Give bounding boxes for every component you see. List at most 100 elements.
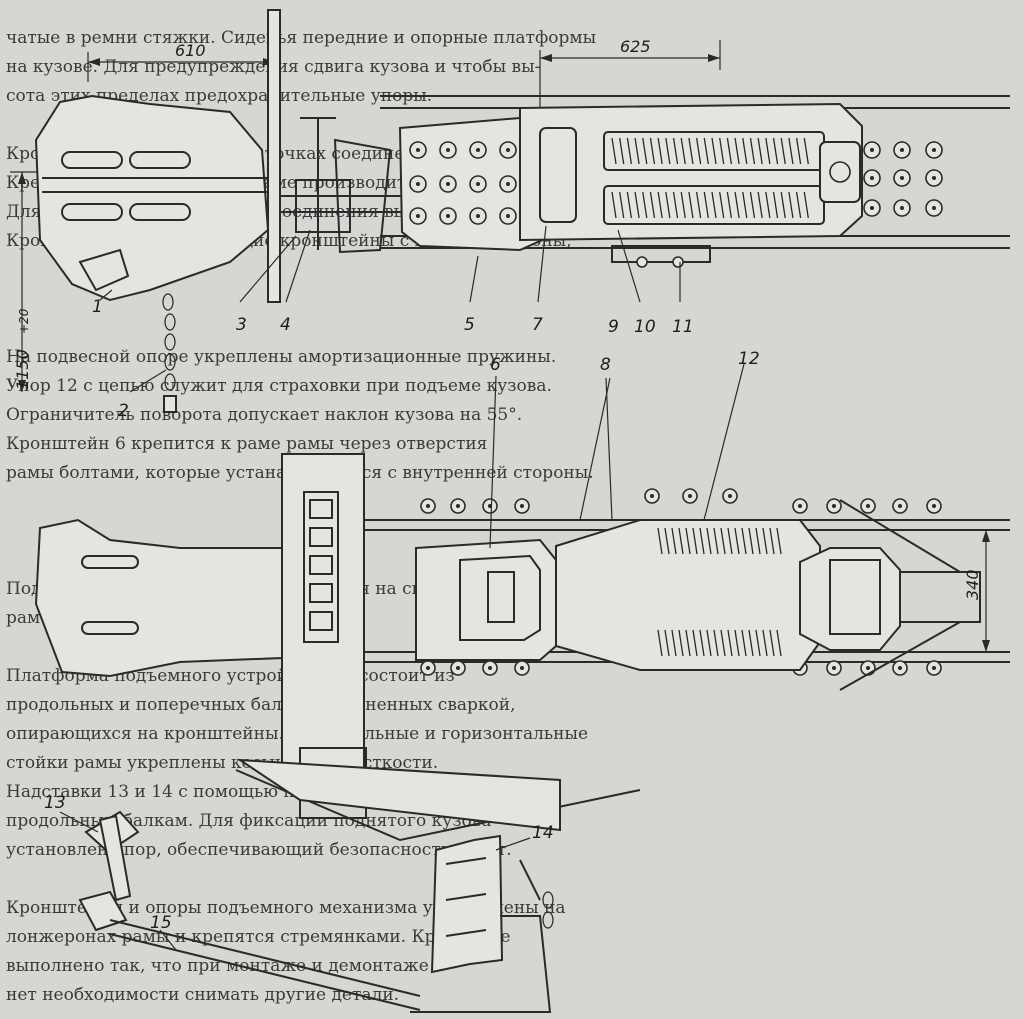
callout-14: 14 [532, 823, 554, 843]
bolt-center [456, 504, 460, 508]
spring-coil [727, 629, 733, 657]
bolt-center [416, 182, 420, 186]
bolt-center [506, 214, 510, 218]
callout-6: 6 [490, 355, 501, 375]
bolt-center [832, 504, 836, 508]
dimension-1150-label: 1150 [13, 349, 32, 390]
spring-coil [611, 137, 617, 165]
bolt-center [488, 666, 492, 670]
text-line: нет необходимости снимать другие детали. [6, 985, 399, 1005]
bolt-center [832, 666, 836, 670]
dimension-610-label: 610 [175, 41, 206, 60]
bolt-center [728, 494, 732, 498]
callout-12: 12 [738, 349, 760, 369]
bolt-center [932, 666, 936, 670]
bolt-center [416, 148, 420, 152]
middle-assembly: 340 [34, 453, 1010, 842]
spring-coil [727, 527, 733, 555]
spring-coil [726, 191, 733, 219]
spring-coil [713, 527, 719, 555]
callout-3: 3 [236, 315, 247, 335]
text-line: Ограничитель поворота допускает наклон к… [6, 405, 522, 425]
spring-coil [719, 191, 725, 219]
spring-coil [665, 137, 671, 165]
spring-coil [703, 137, 709, 165]
spring-coil [720, 527, 726, 555]
bolt-center [898, 504, 902, 508]
bolt-center [506, 148, 510, 152]
spring-coil [642, 137, 648, 165]
spring-coil [657, 527, 663, 555]
callout-9: 9 [608, 317, 619, 337]
bolt-center [650, 494, 654, 498]
dimension-610: 610 [87, 10, 276, 82]
cross-slot [309, 499, 333, 519]
spring-coil [692, 629, 698, 657]
spring-coil [788, 191, 794, 219]
bolt-center [506, 182, 510, 186]
spring-coil [769, 527, 775, 555]
spring-coil [795, 191, 802, 219]
spring-lower [611, 191, 809, 219]
callout-1: 1 [92, 297, 103, 317]
spring-coil [803, 137, 809, 165]
spring-coil [671, 527, 677, 555]
callout-10: 10 [634, 317, 656, 337]
spring-coil [734, 137, 740, 165]
callout-13: 13 [44, 793, 66, 813]
top-assembly: 610 625 1150 +20 [10, 9, 1010, 413]
dimension-1150-tolerance: +20 [17, 308, 31, 334]
spring-coil [672, 137, 679, 165]
spring-coil [765, 137, 771, 165]
spring-coil [776, 527, 782, 555]
bolt-center [688, 494, 692, 498]
spring-coil [634, 191, 640, 219]
bolt-center [932, 206, 936, 210]
spring-coil [795, 137, 802, 165]
spring-coil [619, 191, 625, 219]
bolt-center [476, 182, 480, 186]
spring-coil [657, 137, 663, 165]
bottom-assembly [78, 810, 554, 1013]
spring-coil [680, 137, 686, 165]
dimension-625-label: 625 [620, 37, 651, 56]
spring-coil [776, 629, 782, 657]
bolt-center [520, 504, 524, 508]
bolt-center [870, 176, 874, 180]
bolt-center [866, 666, 870, 670]
spring-coil [672, 191, 679, 219]
bolt-center [446, 214, 450, 218]
spring-coil [678, 629, 684, 657]
bolt-center [426, 504, 430, 508]
text-line: лонжеронах рамы и крепятся стремянками. … [6, 927, 511, 947]
spring-coil [765, 191, 771, 219]
bracket-14 [430, 834, 504, 974]
cross-slot [309, 555, 333, 575]
spring-coil [742, 137, 748, 165]
bolt-center [476, 214, 480, 218]
spring-coil [719, 137, 725, 165]
spring-coil [685, 629, 691, 657]
bolt-center [870, 206, 874, 210]
cross-member [281, 453, 365, 787]
spring-coil [748, 527, 754, 555]
spring-coil [706, 629, 712, 657]
spring-coil [772, 191, 779, 219]
text-line: Упор 12 с цепью служит для страховки при… [6, 376, 552, 396]
bolt-center [932, 176, 936, 180]
bolt-center [798, 504, 802, 508]
spring-coil [726, 137, 733, 165]
spring-coil [703, 191, 709, 219]
spring-coil [649, 137, 656, 165]
spring-coil [780, 191, 786, 219]
text-line: Кронштейн 6 крепится к раме рамы через о… [6, 434, 487, 454]
cross-slot [309, 611, 333, 631]
safety-chain [162, 293, 177, 413]
spring-coil [626, 137, 633, 165]
spring-coil [734, 527, 740, 555]
spring-coil [664, 527, 670, 555]
spring-coil [749, 191, 756, 219]
hoist-frame-left [34, 518, 283, 678]
bolt-center [870, 148, 874, 152]
